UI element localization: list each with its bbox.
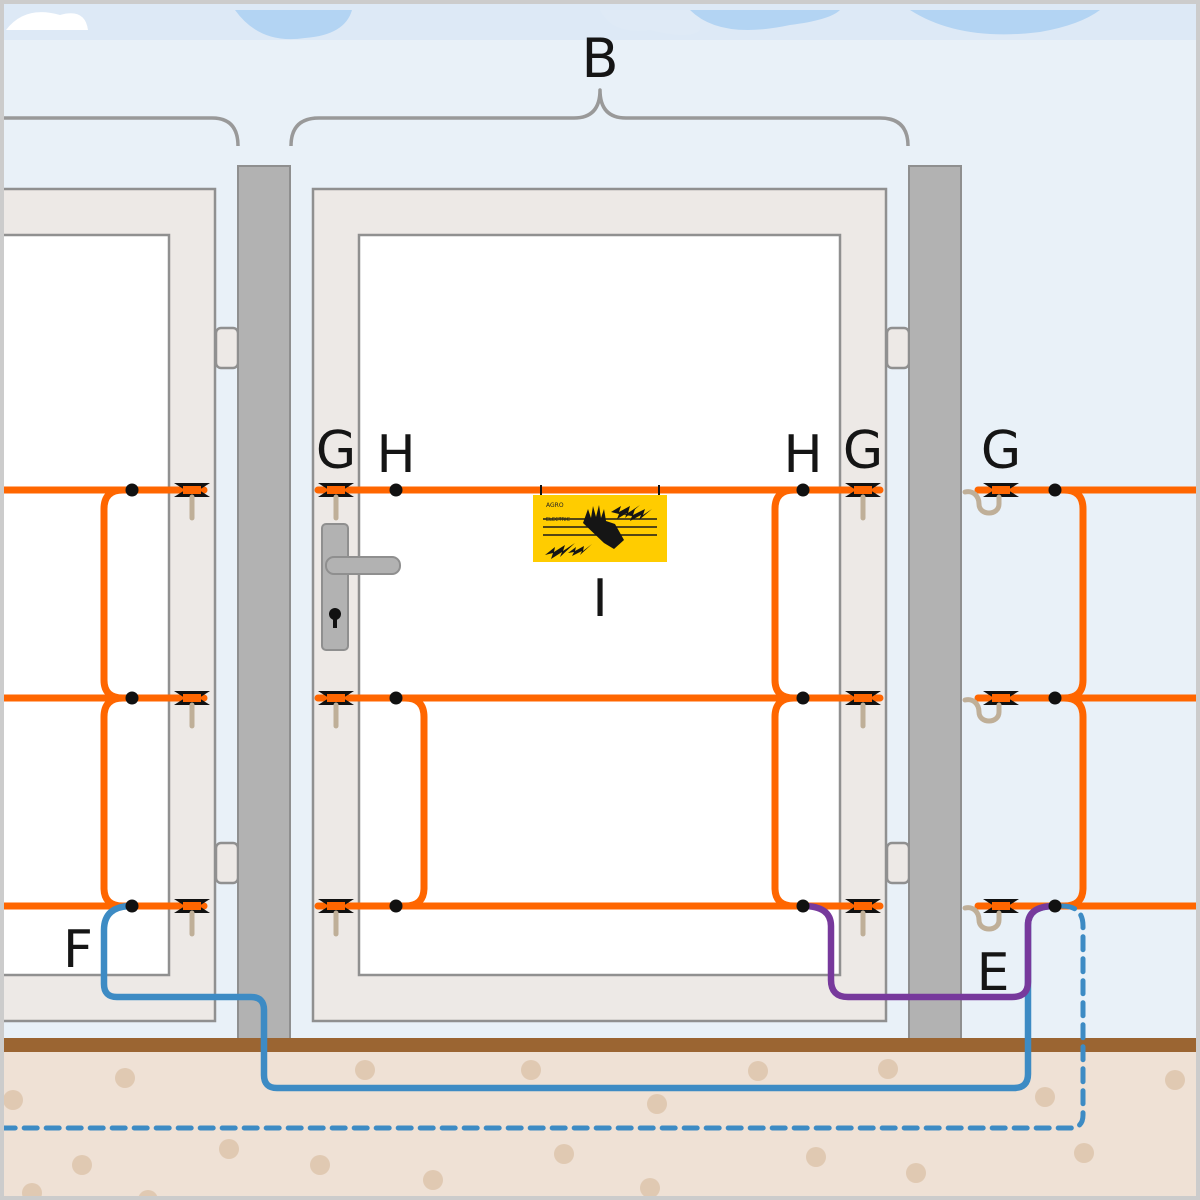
lightning-icon xyxy=(545,543,575,559)
label-g-right-post: G xyxy=(981,421,1021,481)
connection-dot xyxy=(1048,899,1062,913)
connection-dot xyxy=(125,691,139,705)
underground-cable-dashed xyxy=(0,903,1086,1131)
connection-dot xyxy=(796,483,810,497)
soil-pebbles xyxy=(3,1059,1185,1200)
gate-hinge-bottom xyxy=(885,841,911,885)
connector-cable-purple xyxy=(799,902,1059,1001)
lightning-icon xyxy=(568,544,592,556)
clouds xyxy=(6,10,1100,40)
connection-dot xyxy=(125,899,139,913)
label-g-gate-hinge: G xyxy=(843,421,883,481)
sign-brand-line1: AGRO xyxy=(546,502,564,509)
sign-brand-line2: ELECTRIC xyxy=(546,517,571,523)
connection-dot xyxy=(389,691,403,705)
lightning-icon xyxy=(624,509,652,521)
gate-hinge-top xyxy=(885,326,911,370)
left-gate-hinge-top xyxy=(214,326,240,370)
label-f: F xyxy=(63,920,93,980)
gate-post-left xyxy=(237,165,291,1047)
gate-post-right xyxy=(908,165,962,1047)
door-handle xyxy=(321,523,401,651)
fence-wires xyxy=(0,486,1200,910)
label-g-gate-latch: G xyxy=(316,421,356,481)
label-e: E xyxy=(977,943,1010,1003)
wire-connection-dots xyxy=(125,483,1062,913)
gate-panel xyxy=(311,187,888,1023)
jumper-gate-latch xyxy=(392,694,428,910)
connection-dot xyxy=(125,483,139,497)
connection-dot xyxy=(796,899,810,913)
ground-line xyxy=(0,1038,1200,1052)
left-gate-hinge-bottom xyxy=(214,841,240,885)
lightning-icon xyxy=(611,505,640,519)
jumper-gate-hinge-lower xyxy=(771,694,807,910)
connection-dot xyxy=(1048,691,1062,705)
jumper-left-lower xyxy=(100,694,136,910)
label-h-gate-hinge: H xyxy=(783,425,822,485)
connection-dot xyxy=(389,899,403,913)
bracket-left-gate xyxy=(0,116,240,147)
warning-sign: AGRO ELECTRIC xyxy=(533,485,667,562)
label-b: B xyxy=(581,27,618,90)
bracket-gate-span xyxy=(289,88,910,147)
hand-icon xyxy=(583,505,624,549)
label-h-gate-latch: H xyxy=(376,425,415,485)
connection-dot xyxy=(389,483,403,497)
connection-dot xyxy=(1048,483,1062,497)
connection-dot xyxy=(796,691,810,705)
soil xyxy=(0,1045,1200,1200)
label-i: I xyxy=(592,569,607,629)
underground-cable-blue xyxy=(100,902,1059,1092)
